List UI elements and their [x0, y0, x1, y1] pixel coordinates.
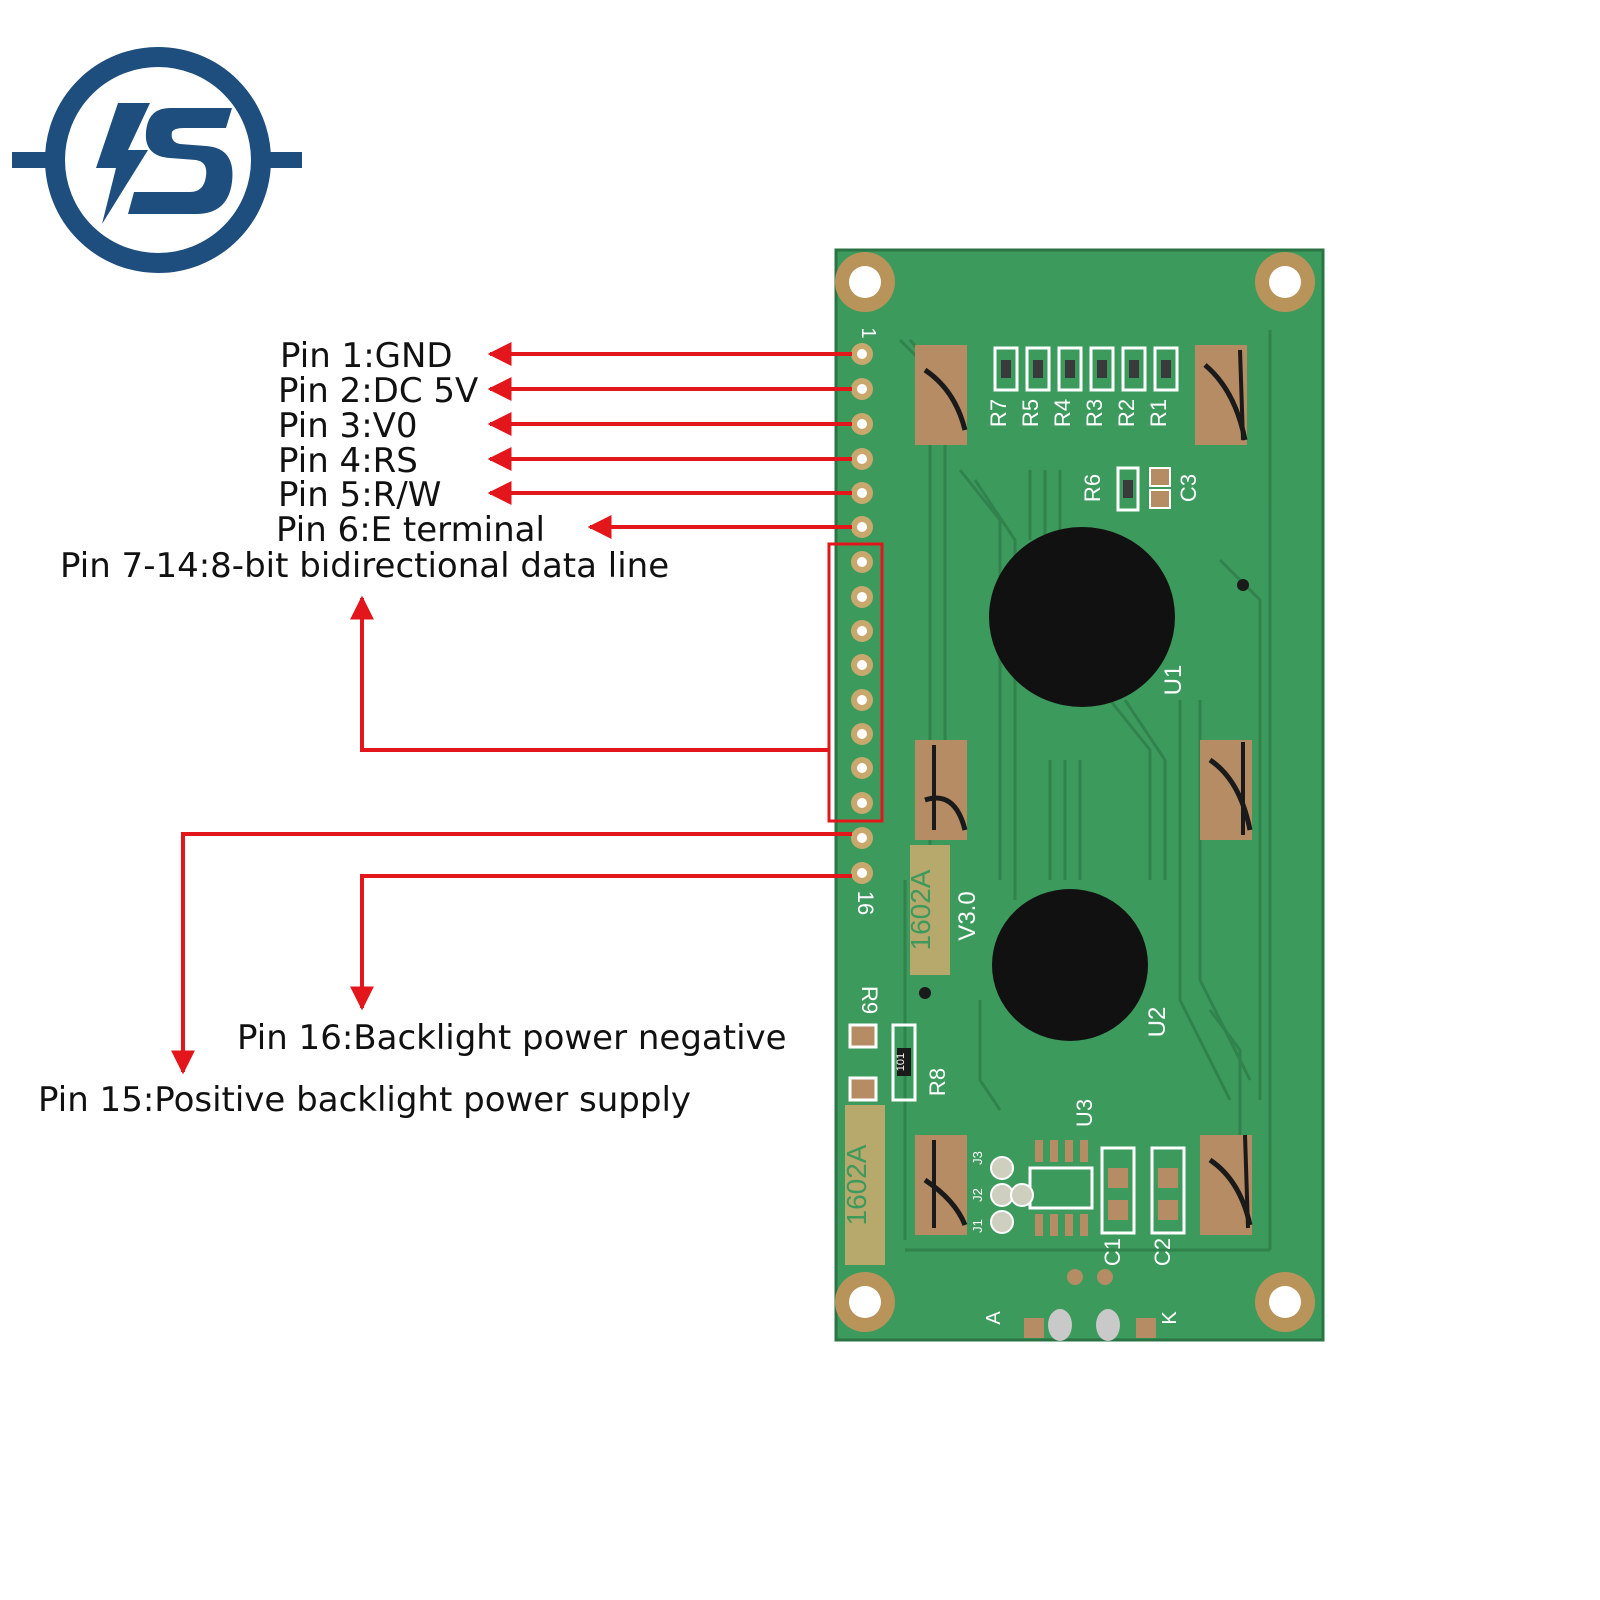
solder-pad	[915, 740, 968, 840]
data-pins-bracket	[827, 542, 884, 823]
c1-c2-pads	[1100, 1146, 1186, 1235]
u3-footprint	[1028, 1140, 1094, 1236]
lcd-pcb-board: 1 16	[834, 248, 1325, 1342]
silk-c1: C1	[1100, 1238, 1125, 1266]
silk-r7: R7	[986, 399, 1011, 427]
r9-r8-pads	[848, 1023, 917, 1102]
silk-c3: C3	[1176, 474, 1201, 502]
mounting-hole	[1255, 252, 1315, 312]
header-pad	[851, 827, 873, 849]
resistor-array	[993, 346, 1179, 392]
header-pad	[851, 792, 873, 814]
pin-header	[851, 343, 873, 884]
label-pin-15: Pin 15:Positive backlight power supply	[38, 1080, 691, 1120]
silk-r3: R3	[1082, 399, 1107, 427]
model-label-plate	[910, 845, 950, 975]
silk-u2: U2	[1144, 1007, 1171, 1038]
silk-cathode: K	[1159, 1311, 1181, 1325]
solder-pad	[915, 345, 968, 445]
silk-r8: R8	[925, 1068, 950, 1096]
header-pad	[851, 862, 873, 884]
label-pin-7-14: Pin 7-14:8-bit bidirectional data line	[60, 546, 669, 586]
solder-pad	[915, 1135, 968, 1235]
header-pad	[851, 689, 873, 711]
header-pad	[851, 620, 873, 642]
pin-labels: Pin 1:GND Pin 2:DC 5V Pin 3:V0 Pin 4:RS …	[38, 336, 787, 1120]
header-pad	[851, 551, 873, 573]
silk-j3: J3	[970, 1151, 985, 1165]
mounting-hole	[1255, 1272, 1315, 1332]
label-pin-3: Pin 3:V0	[278, 406, 418, 446]
mounting-hole	[835, 1272, 895, 1332]
silk-model-mid: 1602A	[905, 869, 936, 950]
label-pin-16: Pin 16:Backlight power negative	[237, 1018, 787, 1058]
silk-r8-code: 101	[895, 1053, 907, 1071]
cob-chip-u2	[992, 889, 1148, 1041]
solder-pad	[1200, 1134, 1253, 1235]
silk-r5: R5	[1018, 399, 1043, 427]
silk-u3: U3	[1072, 1099, 1097, 1127]
via-dot	[1237, 579, 1249, 591]
backlight-pads	[1024, 1269, 1156, 1341]
header-pad	[851, 586, 873, 608]
pin-callout-arrows	[171, 342, 884, 1075]
label-pin-2: Pin 2:DC 5V	[278, 371, 478, 411]
cob-chip-u1	[989, 527, 1175, 707]
header-pad	[851, 516, 873, 538]
arrow-pin-15	[171, 832, 852, 1075]
jumper-pads	[990, 1156, 1034, 1234]
silk-r4: R4	[1050, 399, 1075, 427]
silk-u1: U1	[1160, 665, 1187, 696]
brand-logo	[12, 47, 302, 273]
via-dot	[919, 987, 931, 999]
arrow-pin-16	[350, 874, 852, 1011]
silk-j2: J2	[970, 1188, 985, 1202]
header-pad	[851, 413, 873, 435]
solder-pad	[1195, 345, 1248, 445]
label-pin-6: Pin 6:E terminal	[276, 510, 545, 550]
arrow-pin-7-14	[350, 595, 829, 752]
header-pad	[851, 482, 873, 504]
silk-version: V3.0	[954, 891, 981, 940]
s-letter-icon	[128, 108, 233, 214]
silk-model-bottom: 1602A	[841, 1144, 872, 1225]
header-pad	[851, 343, 873, 365]
header-pad	[851, 757, 873, 779]
silk-r6: R6	[1080, 474, 1105, 502]
mounting-hole	[835, 252, 895, 312]
silk-anode: A	[983, 1311, 1005, 1325]
lightning-bolt-icon	[96, 103, 150, 224]
silk-c2: C2	[1150, 1238, 1175, 1266]
silk-r9: R9	[857, 986, 882, 1014]
header-pad	[851, 723, 873, 745]
label-pin-5: Pin 5:R/W	[278, 475, 441, 515]
header-pad	[851, 654, 873, 676]
silk-j1: J1	[970, 1219, 985, 1233]
silk-pin-1: 1	[857, 327, 879, 338]
label-pin-4: Pin 4:RS	[278, 441, 418, 481]
label-pin-1: Pin 1:GND	[280, 336, 453, 376]
r6-c3-pads	[1116, 466, 1171, 512]
silk-pin-16: 16	[853, 891, 878, 915]
model-label-plate	[845, 1105, 885, 1265]
solder-pad	[1200, 740, 1253, 840]
silk-r2: R2	[1114, 399, 1139, 427]
pcb-traces	[898, 330, 1272, 1252]
header-pad	[851, 378, 873, 400]
header-pad	[851, 448, 873, 470]
logo-ring	[45, 47, 271, 273]
silk-r1: R1	[1146, 399, 1171, 427]
